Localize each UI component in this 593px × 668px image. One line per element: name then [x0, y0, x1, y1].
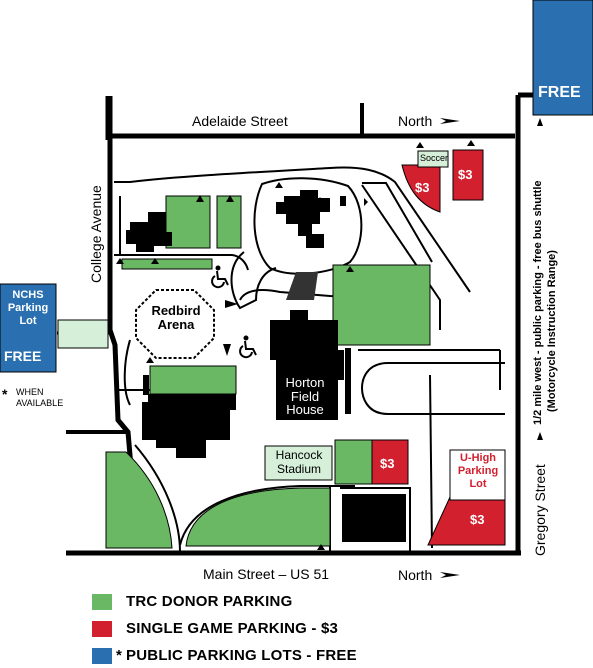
arrow-up-icon [537, 432, 543, 440]
red-lot-uhigh [427, 496, 506, 546]
soccer-label: Soccer [420, 153, 449, 163]
hancock-stadium-label: Hancock Stadium [275, 448, 323, 476]
red-lot-price-1: $3 [415, 180, 430, 195]
donor-lot-south-center [185, 487, 331, 547]
buildings [126, 190, 406, 542]
donor-lot-north-1 [165, 195, 211, 249]
donor-lot-north-2 [216, 195, 242, 249]
building-loop [276, 190, 330, 248]
legend-row-single: SINGLE GAME PARKING - $3 [92, 620, 338, 637]
shuttle-note-line2: (Motorcycle Instruction Range) [546, 250, 558, 412]
legend-swatch-public [92, 647, 112, 664]
north-arrow-icon [440, 118, 460, 124]
legend-row-donor: TRC DONOR PARKING [92, 593, 292, 610]
horton-field-house [270, 310, 344, 420]
donor-lot-center-east [332, 264, 431, 346]
arrow-right-icon [225, 300, 238, 308]
redbird-arena-label: Redbird Arena [151, 303, 201, 332]
nchs-green-lot [57, 319, 109, 349]
free-corner-lot-box [532, 0, 593, 116]
north-label-bottom: North [398, 567, 433, 583]
donor-lot-south-arena [149, 365, 237, 395]
single-game-lots [371, 149, 506, 546]
wheelchair-icon [239, 335, 257, 359]
legend-prefix-public: * [116, 647, 123, 664]
red-lot-price-3: $3 [380, 456, 395, 471]
red-lot-soccer-east [452, 149, 484, 201]
nchs-lot-box [0, 283, 57, 373]
donor-lot-southwest [105, 451, 173, 549]
donor-lot-stadium [334, 439, 373, 485]
red-lot-soccer-west [401, 164, 441, 213]
street-college: College Avenue [88, 185, 104, 283]
hancock-stadium-box [264, 445, 333, 481]
street-adelaide: Adelaide Street [192, 113, 288, 129]
free-corner-label: FREE [538, 84, 581, 101]
road-lines [57, 92, 533, 556]
public-lots [0, 0, 593, 373]
nchs-lot-price: FREE [4, 348, 42, 364]
building-southeast [342, 494, 406, 542]
donor-lots [105, 195, 431, 549]
wheelchair-icon [211, 265, 229, 289]
legend-swatch-single [92, 620, 112, 637]
legend-swatch-donor [92, 593, 112, 610]
arrow-down-icon [223, 344, 231, 356]
entrance-markers [116, 140, 475, 550]
uhigh-box [449, 449, 506, 501]
legend-row-public: * PUBLIC PARKING LOTS - FREE [92, 647, 357, 664]
red-lot-price-4: $3 [470, 512, 485, 527]
nchs-lot-title: NCHS Parking Lot [7, 289, 49, 327]
street-gregory: Gregory Street [532, 464, 548, 556]
nchs-note: WHEN AVAILABLE [16, 387, 64, 408]
legend-label-public: PUBLIC PARKING LOTS - FREE [126, 647, 357, 664]
building-south [142, 394, 236, 458]
street-main: Main Street – US 51 [203, 566, 330, 582]
building-nw [126, 212, 172, 252]
horton-field-house-label: Horton Field House [285, 375, 325, 418]
north-arrow-icon [440, 572, 460, 578]
shuttle-note-line1: 1/2 mile west - public parking - free bu… [532, 180, 544, 426]
building-small-center [286, 272, 318, 300]
soccer-box [417, 150, 449, 168]
arrow-up-icon [537, 118, 543, 126]
donor-lot-west-strip [121, 258, 213, 270]
legend-label-single: SINGLE GAME PARKING - $3 [126, 620, 339, 637]
uhigh-lot-label: U-High Parking Lot [457, 452, 499, 490]
north-label-top: North [398, 113, 433, 129]
red-lot-stadium [371, 439, 409, 485]
red-lot-price-2: $3 [458, 167, 473, 182]
nchs-asterisk: * [2, 386, 8, 402]
redbird-arena-outline [135, 289, 215, 359]
legend-label-donor: TRC DONOR PARKING [126, 593, 293, 610]
